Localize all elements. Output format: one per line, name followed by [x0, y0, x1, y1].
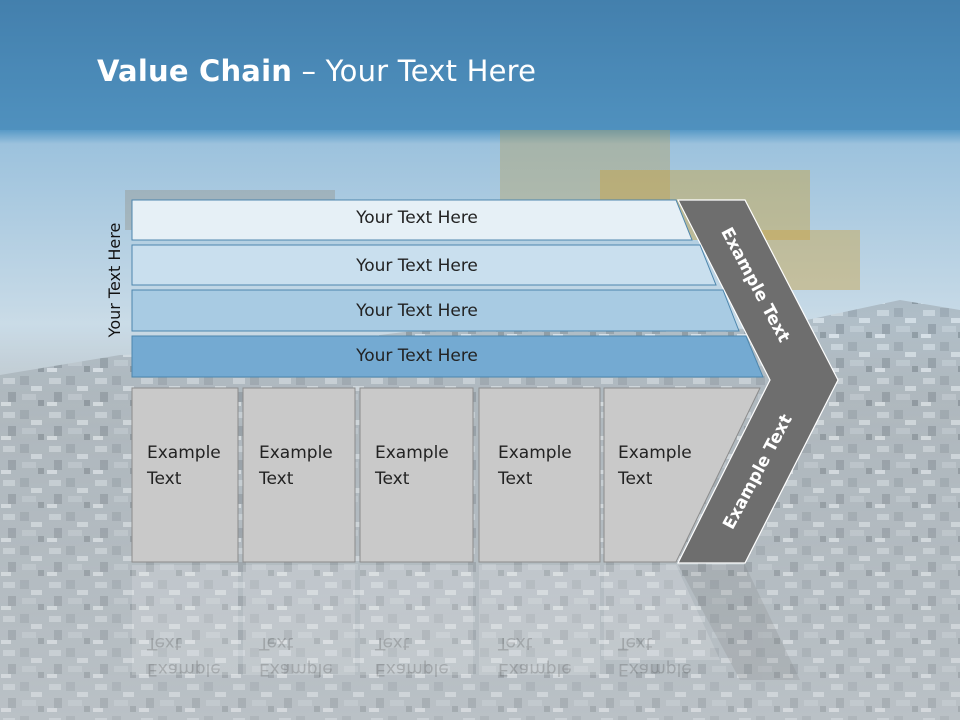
- cell-reflection-3: [360, 565, 473, 675]
- row-label-2: Your Text Here: [356, 256, 478, 276]
- slide-title-rest: – Your Text Here: [292, 54, 537, 88]
- cell-box-1: [131, 387, 239, 563]
- arrow-reflection: [678, 565, 800, 680]
- cell-reflection-1: [132, 565, 238, 675]
- cell-box-3: [359, 387, 474, 563]
- cell-box-4: [478, 387, 601, 563]
- row-label-4: Your Text Here: [356, 346, 478, 366]
- slide-title: Value Chain – Your Text Here: [97, 54, 536, 88]
- cell-box-2: [242, 387, 356, 563]
- cell-reflection-2: [243, 565, 355, 675]
- cell-box-5: [603, 387, 761, 563]
- row-band-2: [131, 244, 717, 286]
- cell-reflection-4: [479, 565, 600, 675]
- slide-title-bold: Value Chain: [97, 54, 293, 88]
- row-band-3: [131, 289, 740, 332]
- cell-reflection-5: [604, 565, 720, 660]
- chevron-arrow-shape: [677, 199, 839, 564]
- row-band-4: [131, 335, 764, 378]
- row-label-3: Your Text Here: [356, 301, 478, 321]
- row-band-1: [131, 199, 693, 241]
- row-label-1: Your Text Here: [356, 208, 478, 228]
